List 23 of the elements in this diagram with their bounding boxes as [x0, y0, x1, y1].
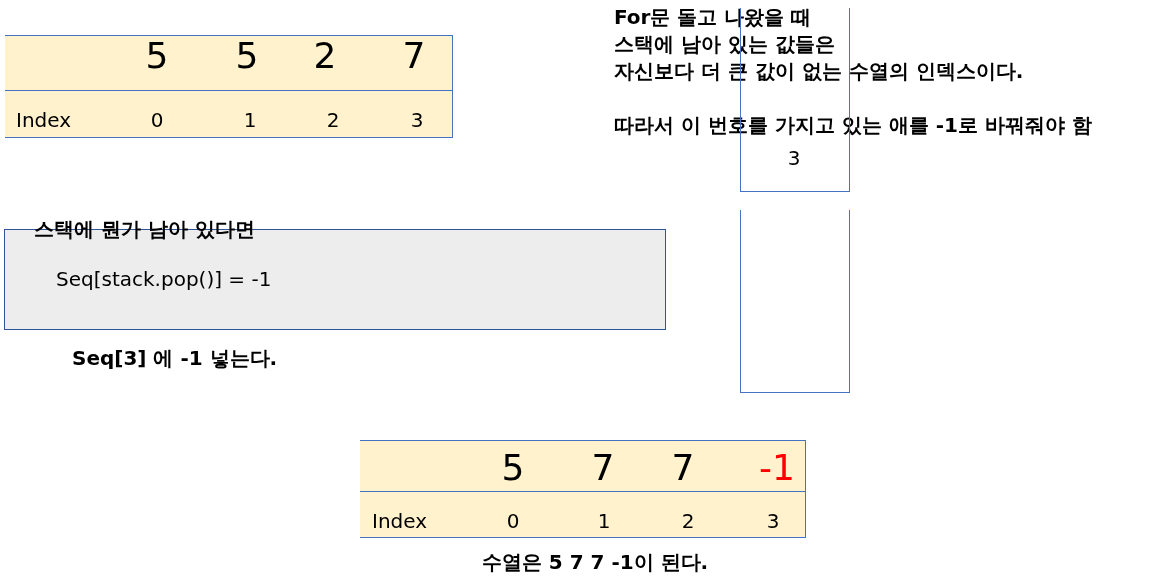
array-value: 7: [671, 447, 695, 489]
index-number: 0: [150, 108, 164, 132]
note-text: Seq[3] 에 -1 넣는다.: [72, 346, 278, 370]
row-heading: Index: [16, 108, 72, 132]
code-line: Seq[stack.pop()] = -1: [56, 267, 272, 291]
array-value: 5: [235, 35, 259, 77]
index-number: 3: [410, 108, 424, 132]
array-value: -1: [759, 447, 795, 489]
array-value: 5: [145, 35, 169, 77]
array-value: 2: [313, 35, 337, 77]
array-value: 7: [591, 447, 615, 489]
index-number: 1: [243, 108, 257, 132]
row-heading: Index: [372, 509, 428, 533]
array-value: 5: [501, 447, 525, 489]
index-number: 3: [766, 509, 780, 533]
stack-box: [740, 210, 850, 393]
result-caption: 수열은 5 7 7 -1이 된다.: [481, 550, 709, 574]
index-number: 1: [597, 509, 611, 533]
stack-value: 3: [787, 146, 801, 170]
index-number: 2: [681, 509, 695, 533]
index-number: 2: [326, 108, 340, 132]
index-number: 0: [506, 509, 520, 533]
array-value: 7: [402, 35, 426, 77]
